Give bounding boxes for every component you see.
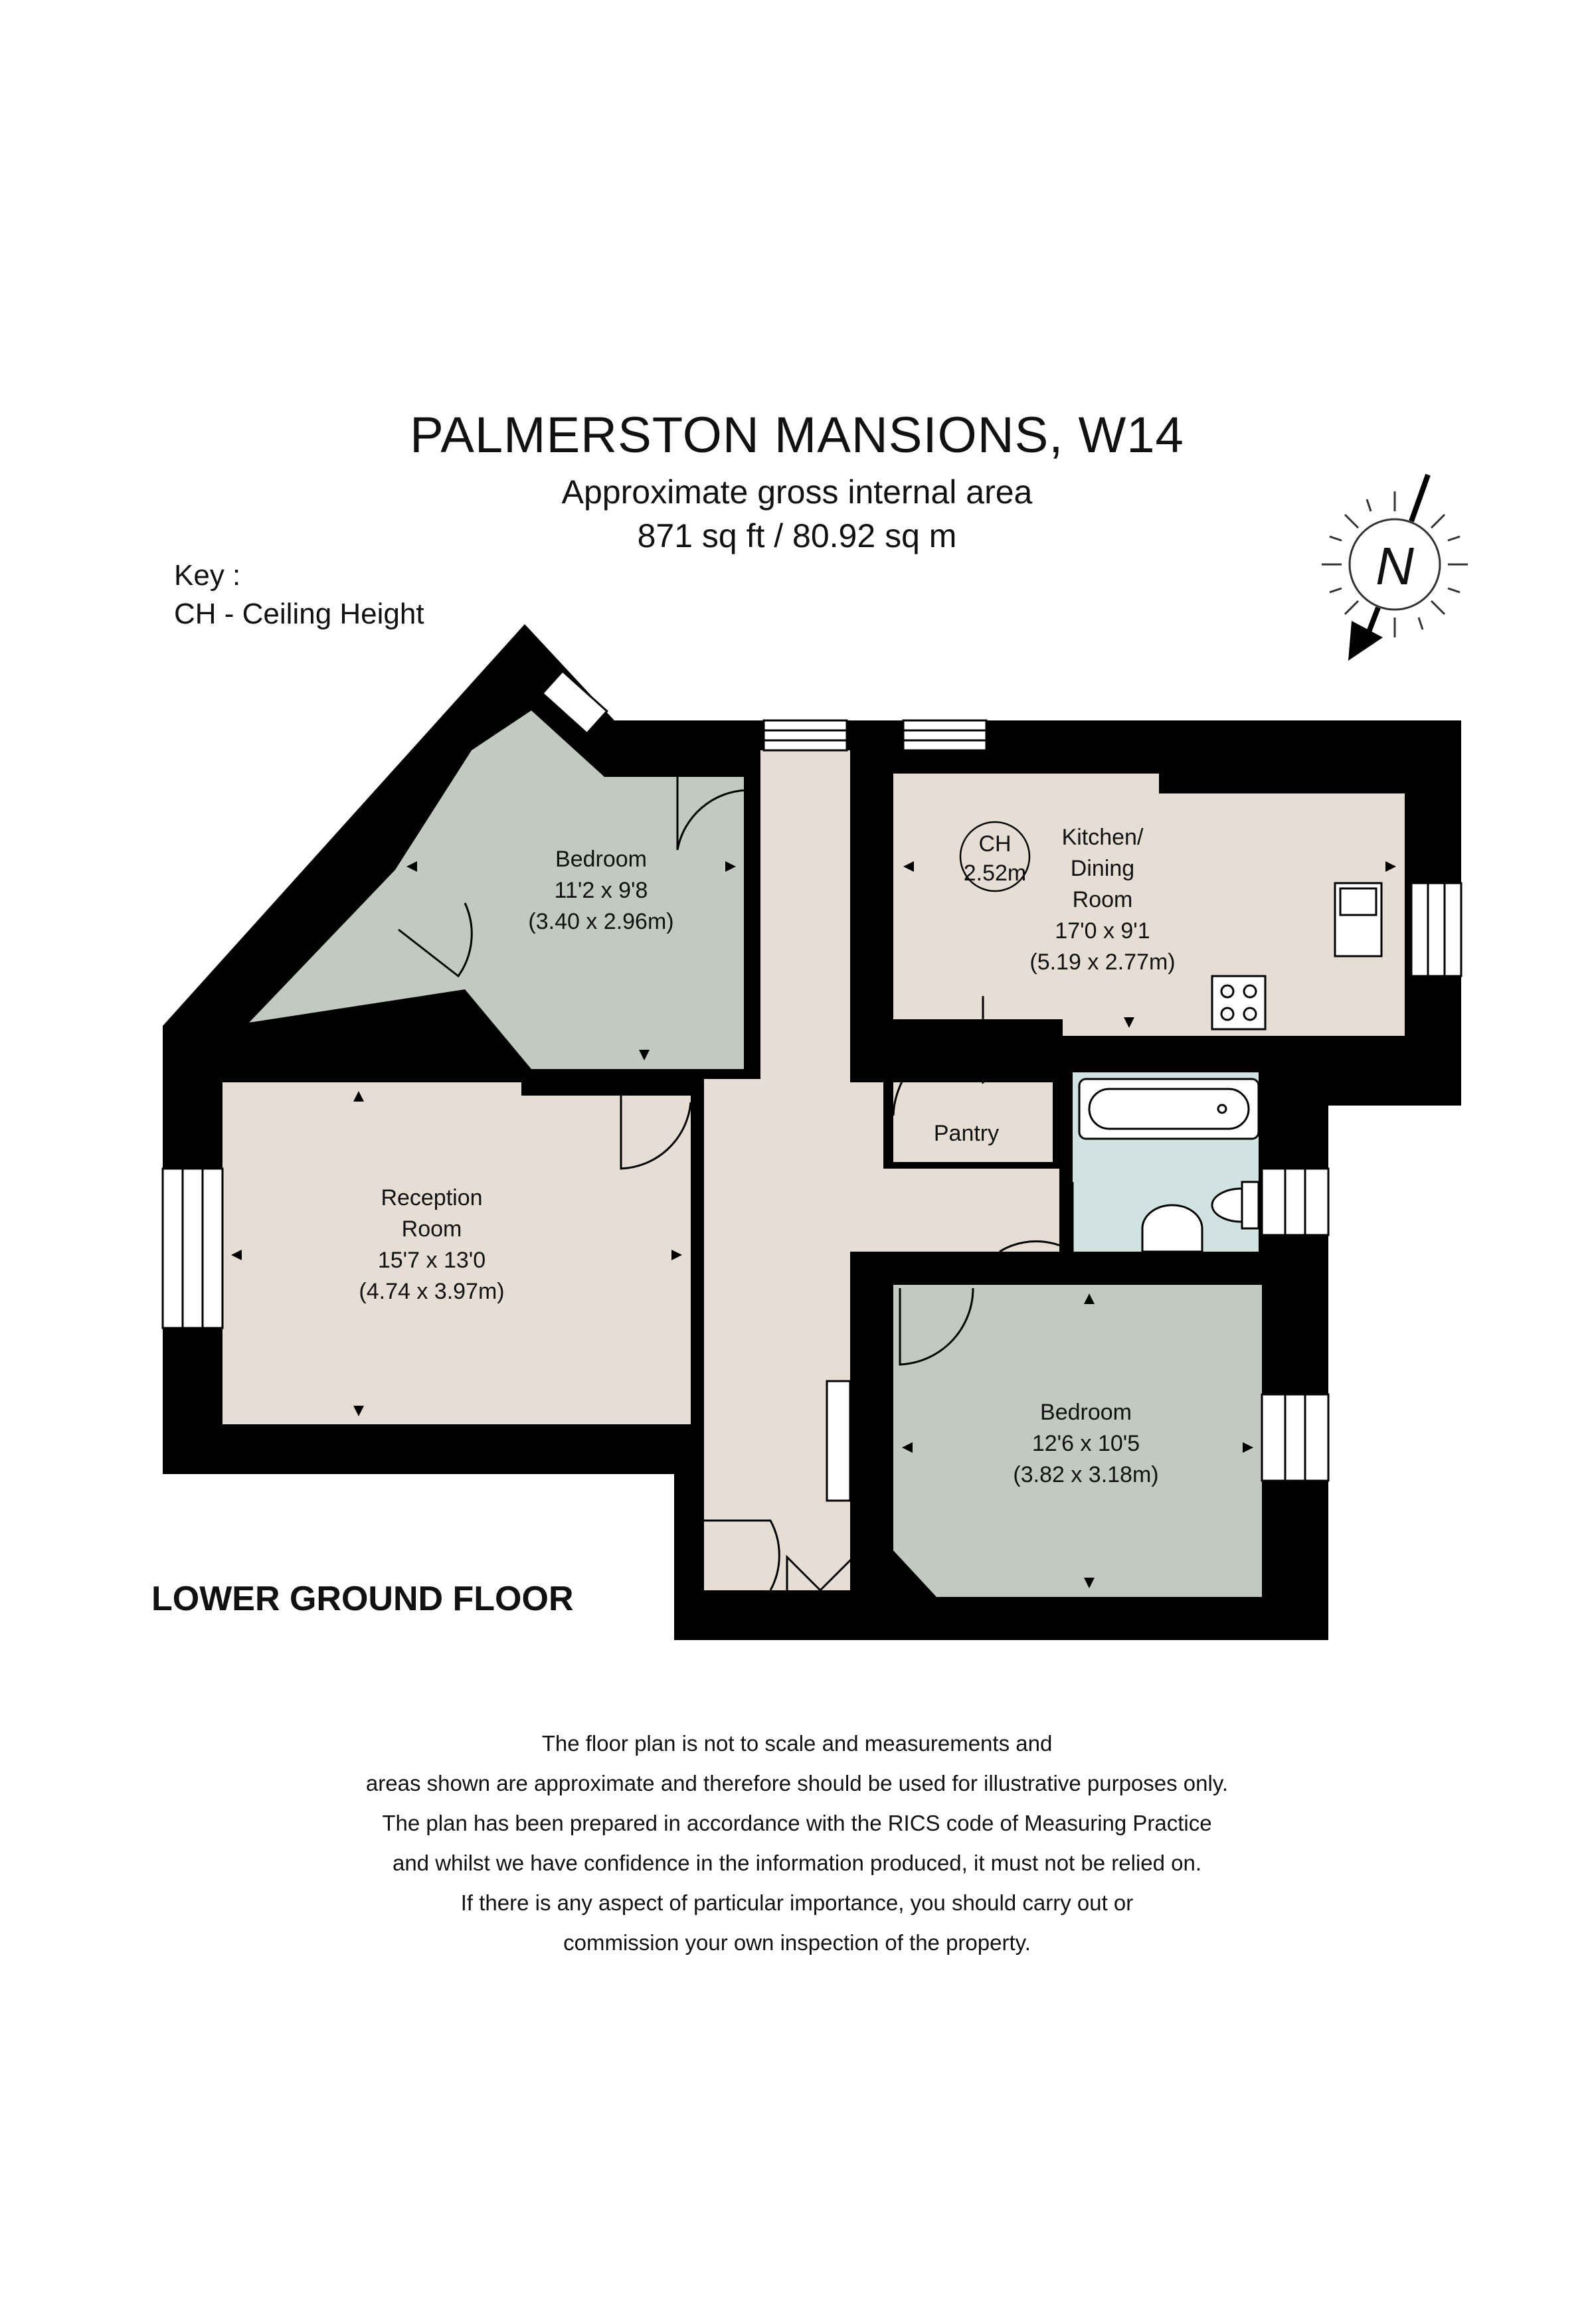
- hallway: [704, 750, 1059, 1590]
- door-pantry: [982, 996, 1060, 1084]
- window-reception-west: [161, 1167, 224, 1329]
- pantry-name: Pantry: [934, 1121, 999, 1146]
- area-subtitle: Approximate gross internal area: [561, 473, 1033, 511]
- disclaimer: The floor plan is not to scale and measu…: [0, 1724, 1594, 1963]
- bedroom-1-metric: (3.40 x 2.96m): [528, 909, 673, 934]
- radiator-hall: [826, 1380, 851, 1502]
- disclaimer-line: The floor plan is not to scale and measu…: [541, 1731, 1053, 1756]
- door-kitchen: [892, 1035, 977, 1116]
- kitchen-metric: (5.19 x 2.77m): [1029, 950, 1175, 975]
- windows: [161, 669, 1462, 1482]
- disclaimer-line: If there is any aspect of particular imp…: [460, 1890, 1134, 1915]
- room-labels: Bedroom 11'2 x 9'8 (3.40 x 2.96m) Kitche…: [359, 821, 1176, 1487]
- floor-label: LOWER GROUND FLOOR: [151, 1580, 574, 1618]
- compass-label: N: [1375, 537, 1414, 596]
- reception-room: [222, 1082, 691, 1424]
- disclaimer-line: areas shown are approximate and therefor…: [365, 1771, 1229, 1795]
- kitchen-name-line1: Kitchen/: [1062, 825, 1144, 850]
- reception-metric: (4.74 x 3.97m): [359, 1279, 504, 1304]
- door-cupboard: [786, 1554, 855, 1592]
- door-bedroom-1-closet: [398, 902, 473, 978]
- kitchen-dining-room: [893, 774, 1405, 1036]
- bedroom-2-imperial: 12'6 x 10'5: [1032, 1431, 1140, 1456]
- fixtures: [826, 882, 1383, 1502]
- room-fills: [222, 710, 1405, 1597]
- basin-icon: [1141, 1204, 1203, 1253]
- door-bedroom-2: [899, 1287, 974, 1366]
- compass-icon: N: [1322, 473, 1468, 661]
- window-top-hall: [762, 719, 848, 752]
- kitchen-name-line2: Dining: [1071, 856, 1134, 881]
- area-value: 871 sq ft / 80.92 sq m: [637, 517, 957, 554]
- disclaimer-line: and whilst we have confidence in the inf…: [392, 1851, 1202, 1875]
- door-reception: [620, 1096, 692, 1170]
- bedroom-1-name: Bedroom: [555, 847, 647, 872]
- reception-name-line1: Reception: [381, 1185, 482, 1210]
- bedroom-2-name: Bedroom: [1040, 1400, 1132, 1425]
- kitchen-name-line3: Room: [1073, 887, 1133, 912]
- key-heading: Key :: [174, 559, 241, 592]
- window-bedroom-2-east: [1261, 1393, 1330, 1482]
- doors: [398, 777, 1074, 1592]
- bedroom-2-metric: (3.82 x 3.18m): [1013, 1462, 1158, 1487]
- door-bathroom: [999, 1182, 1074, 1254]
- page-title: PALMERSTON MANSIONS, W14: [410, 407, 1184, 463]
- disclaimer-line: commission your own inspection of the pr…: [563, 1930, 1031, 1955]
- window-kitchen-east: [1410, 882, 1462, 977]
- key-item: CH - Ceiling Height: [174, 598, 424, 630]
- dimension-arrows: [231, 861, 1396, 1588]
- key-legend: Key : CH - Ceiling Height: [174, 556, 424, 633]
- window-top-kitchen: [902, 719, 988, 752]
- hob-icon: [1211, 975, 1267, 1031]
- door-entrance: [704, 1519, 780, 1591]
- reception-imperial: 15'7 x 13'0: [378, 1248, 486, 1273]
- bedroom-1-imperial: 11'2 x 9'8: [555, 878, 648, 903]
- bedroom-2-room: [893, 1285, 1262, 1597]
- toilet-icon: [1211, 1181, 1260, 1230]
- ceiling-height-marker: [959, 821, 1031, 892]
- pantry-room: [893, 1082, 1053, 1162]
- kitchen-imperial: 17'0 x 9'1: [1055, 918, 1150, 944]
- reception-name-line2: Room: [402, 1216, 462, 1242]
- window-bathroom-east: [1261, 1167, 1330, 1236]
- door-bedroom-1: [676, 777, 748, 851]
- disclaimer-line: The plan has been prepared in accordance…: [382, 1811, 1212, 1835]
- ceiling-height-label: CH: [978, 831, 1011, 857]
- window-bedroom-1: [541, 669, 608, 735]
- bedroom-1-room: [249, 710, 744, 1069]
- ceiling-height-value: 2.52m: [964, 861, 1027, 886]
